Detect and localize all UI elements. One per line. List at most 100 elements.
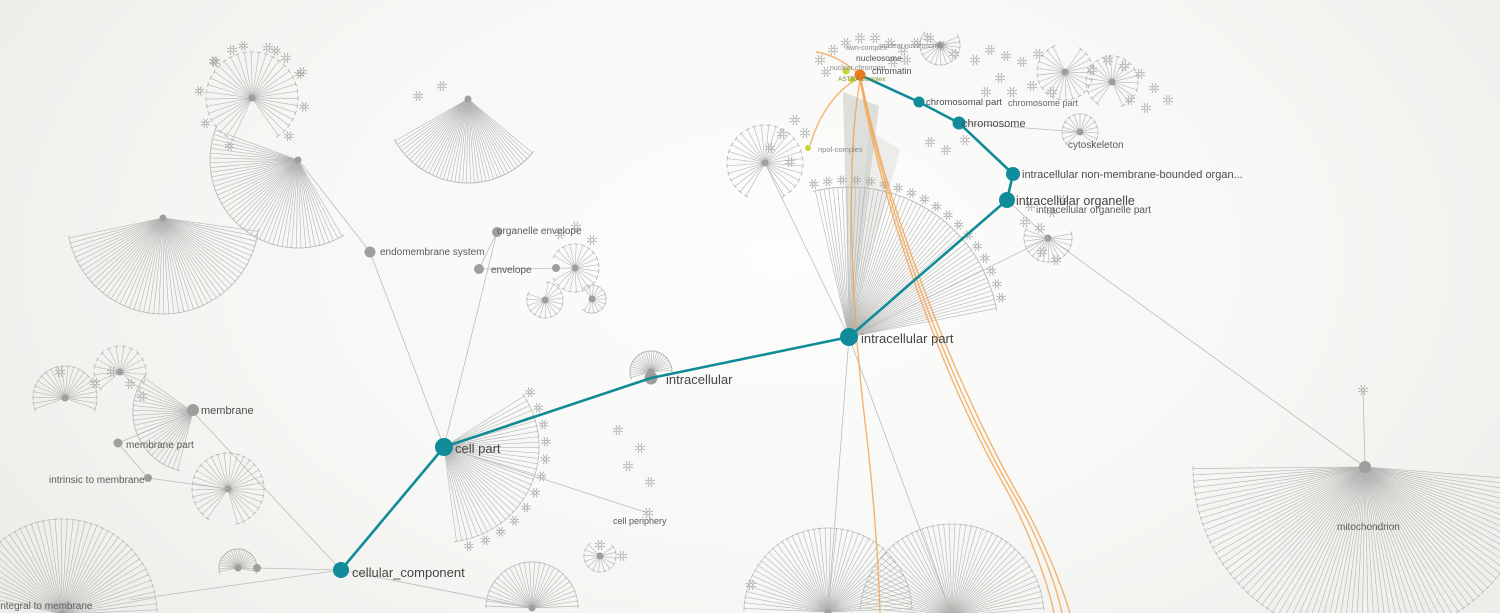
- term-node-star: [820, 66, 832, 78]
- selected-term-node-green[interactable]: [805, 145, 811, 151]
- term-node-dot: [113, 438, 123, 448]
- term-node-star: [1056, 194, 1068, 206]
- term-label-chromosome-part[interactable]: chromosome part: [1008, 98, 1079, 108]
- term-node-star: [764, 142, 776, 154]
- term-node-star: [1006, 86, 1018, 98]
- highlighted-term-node[interactable]: [913, 96, 925, 108]
- graph-edge: [1051, 239, 1366, 468]
- term-node-star: [808, 179, 819, 189]
- graph-edge: [299, 161, 371, 253]
- selected-term-node-green[interactable]: [849, 77, 855, 83]
- term-node-star: [789, 114, 801, 126]
- term-label-cell-part[interactable]: cell part: [455, 441, 501, 456]
- graph-edge: [848, 237, 1049, 338]
- term-node-star: [784, 156, 796, 168]
- term-cluster-fan: [581, 284, 607, 314]
- term-label-cell-periphery[interactable]: cell periphery: [613, 516, 667, 526]
- term-label-intracellular-part[interactable]: intracellular part: [861, 331, 954, 346]
- highlight-edge-orange: [809, 78, 858, 146]
- term-label-organelle-envelope[interactable]: organelle envelope: [497, 226, 582, 237]
- term-label-chromatin[interactable]: chromatin: [872, 66, 912, 76]
- term-node-star: [897, 44, 909, 56]
- term-label-chromosome[interactable]: chromosome: [962, 118, 1026, 130]
- term-label-npol-complex[interactable]: npol-complex: [818, 145, 863, 154]
- term-cluster-fan: [132, 375, 197, 471]
- term-node-star: [54, 366, 66, 378]
- term-node-star: [238, 40, 248, 51]
- term-node-star: [984, 44, 996, 56]
- term-node-star: [1046, 86, 1058, 98]
- term-node-star: [980, 86, 992, 98]
- term-cluster-fan: [32, 365, 98, 412]
- highlight-edge-teal: [650, 335, 850, 380]
- highlighted-term-node[interactable]: [840, 328, 858, 346]
- selected-term-node-green[interactable]: [842, 67, 850, 75]
- term-label-own-complex[interactable]: own-complex: [846, 45, 888, 52]
- term-node-star: [194, 86, 205, 96]
- term-label-astra-complex[interactable]: ASTRA complex: [838, 76, 886, 83]
- term-node-star: [1162, 94, 1174, 106]
- highlight-edge-orange: [860, 79, 1063, 613]
- term-label-integral-to-membrane[interactable]: integral to membrane: [0, 601, 93, 612]
- highlight-edge-teal: [848, 199, 1008, 338]
- term-label-intracellular-organelle-part[interactable]: intracellular organelle part: [1036, 205, 1151, 216]
- term-node-star: [1026, 80, 1038, 92]
- term-label-membrane[interactable]: membrane: [201, 405, 254, 417]
- highlighted-term-node[interactable]: [952, 116, 966, 130]
- term-node-star: [224, 141, 235, 151]
- term-node-star: [893, 183, 903, 193]
- term-node-star: [271, 45, 281, 56]
- term-node-dot: [187, 404, 199, 416]
- graph-edge: [1362, 387, 1366, 468]
- highlighted-term-node[interactable]: [999, 192, 1015, 208]
- term-label-intracellular-organelle[interactable]: intracellular organelle: [1016, 194, 1135, 208]
- term-node-star: [538, 419, 549, 430]
- term-node-star: [1118, 60, 1130, 72]
- term-node-star: [994, 72, 1006, 84]
- term-node-star: [280, 52, 292, 64]
- highlighted-term-node[interactable]: [435, 438, 453, 456]
- term-node-star: [910, 37, 922, 49]
- term-label-intracellular[interactable]: intracellular: [666, 372, 733, 387]
- term-node-star: [1000, 50, 1012, 62]
- term-node-star: [923, 32, 935, 44]
- highlighted-term-node[interactable]: [1006, 167, 1020, 181]
- term-node-star: [931, 201, 942, 212]
- term-label-nuclear-chromatin[interactable]: nuclear chromatin: [830, 65, 886, 72]
- term-label-endomembrane-system[interactable]: endomembrane system: [380, 247, 485, 258]
- term-node-star: [972, 241, 982, 252]
- term-label-intrinsic-to-membrane[interactable]: intrinsic to membrane: [49, 475, 145, 486]
- term-node-star: [262, 42, 274, 54]
- highlight-edge-orange: [860, 79, 1071, 613]
- graph-edge: [129, 569, 342, 601]
- term-node-dot: [492, 227, 502, 237]
- term-node-star: [1124, 94, 1136, 106]
- term-label-nucleosome[interactable]: nucleosome: [856, 53, 902, 63]
- term-cluster-fan: [859, 523, 1045, 613]
- term-label-membrane-part[interactable]: membrane part: [126, 440, 194, 451]
- term-label-envelope[interactable]: envelope: [491, 265, 532, 276]
- term-node-star: [943, 210, 953, 220]
- term-label-intracellular-nmb-organelle[interactable]: intracellular non-membrane-bounded organ…: [1022, 169, 1243, 181]
- highlight-edge-orange: [859, 79, 1055, 613]
- term-node-star: [570, 221, 582, 233]
- term-label-nuclear-nucleosome[interactable]: nuclear nucleosome: [880, 43, 943, 50]
- focus-term-node-orange[interactable]: [854, 69, 866, 81]
- term-node-star: [464, 541, 474, 551]
- highlighted-term-node[interactable]: [333, 562, 349, 578]
- highlight-edge-orange: [815, 51, 859, 74]
- term-node-star: [533, 402, 543, 413]
- term-label-cellular-component[interactable]: cellular_component: [352, 565, 465, 580]
- term-node-star: [616, 550, 628, 562]
- graph-edge: [443, 231, 498, 448]
- term-label-chromosomal-part[interactable]: chromosomal part: [926, 97, 1002, 108]
- term-cluster-fan: [440, 387, 551, 551]
- term-label-cytoskeleton[interactable]: cytoskeleton: [1068, 140, 1124, 151]
- term-node-star: [1046, 206, 1058, 218]
- term-node-star: [840, 37, 852, 49]
- term-node-star: [776, 128, 788, 140]
- term-node-star: [89, 377, 101, 389]
- term-label-mitochondrion[interactable]: mitochondrion: [1337, 522, 1400, 533]
